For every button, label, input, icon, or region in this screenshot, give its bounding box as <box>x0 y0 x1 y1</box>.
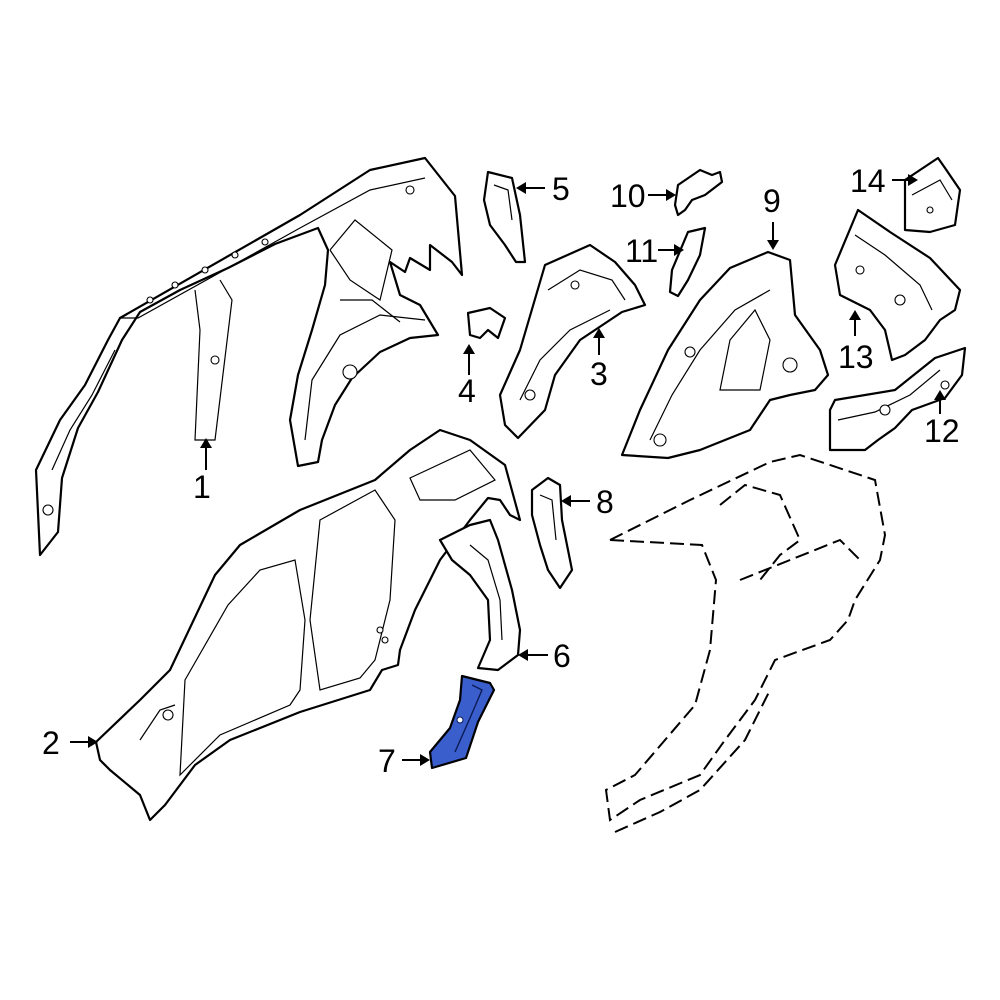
svg-text:2: 2 <box>42 725 60 761</box>
callout-7: 7 <box>378 743 430 779</box>
part-8-panel[interactable] <box>530 476 574 590</box>
part-14-bracket[interactable] <box>903 156 962 234</box>
part-6-pillar-reinforcement[interactable] <box>438 518 522 672</box>
part-12-panel[interactable] <box>828 346 967 452</box>
svg-text:14: 14 <box>850 163 886 199</box>
callout-14: 14 <box>850 163 918 199</box>
callout-1: 1 <box>193 438 212 505</box>
svg-text:1: 1 <box>193 469 211 505</box>
callout-9: 9 <box>763 183 781 250</box>
svg-text:8: 8 <box>596 484 614 520</box>
part-9-wheelhouse-inner[interactable] <box>620 250 830 460</box>
svg-text:3: 3 <box>590 356 608 392</box>
reference-body-outline <box>604 453 887 833</box>
callout-3: 3 <box>590 328 608 392</box>
part-10-bracket[interactable] <box>673 168 724 217</box>
callout-10: 10 <box>610 178 676 214</box>
callout-13: 13 <box>838 310 874 375</box>
part-4-bracket[interactable] <box>466 306 507 340</box>
svg-text:10: 10 <box>610 178 646 214</box>
callout-8: 8 <box>561 484 614 520</box>
svg-text:6: 6 <box>553 638 571 674</box>
callout-11: 11 <box>625 233 684 269</box>
svg-text:11: 11 <box>625 233 658 269</box>
callout-5: 5 <box>516 171 570 207</box>
part-7-highlighted-extension[interactable] <box>428 674 496 770</box>
svg-text:4: 4 <box>458 373 476 409</box>
callout-12: 12 <box>924 390 960 449</box>
part-11-bracket[interactable] <box>668 226 707 298</box>
svg-text:5: 5 <box>552 171 570 207</box>
svg-text:9: 9 <box>763 183 781 219</box>
callout-6: 6 <box>518 638 571 674</box>
callout-2: 2 <box>42 725 98 761</box>
part-2-outer-side-panel[interactable] <box>94 428 522 822</box>
svg-text:12: 12 <box>924 413 960 449</box>
callout-4: 4 <box>458 344 476 409</box>
part-3-wheelhouse-outer[interactable] <box>498 243 647 440</box>
part-1-inner-side-panel[interactable] <box>34 156 464 557</box>
svg-text:13: 13 <box>838 339 874 375</box>
part-5-reinforcement[interactable] <box>482 170 527 264</box>
svg-text:7: 7 <box>378 743 396 779</box>
part-13-panel[interactable] <box>833 208 962 362</box>
